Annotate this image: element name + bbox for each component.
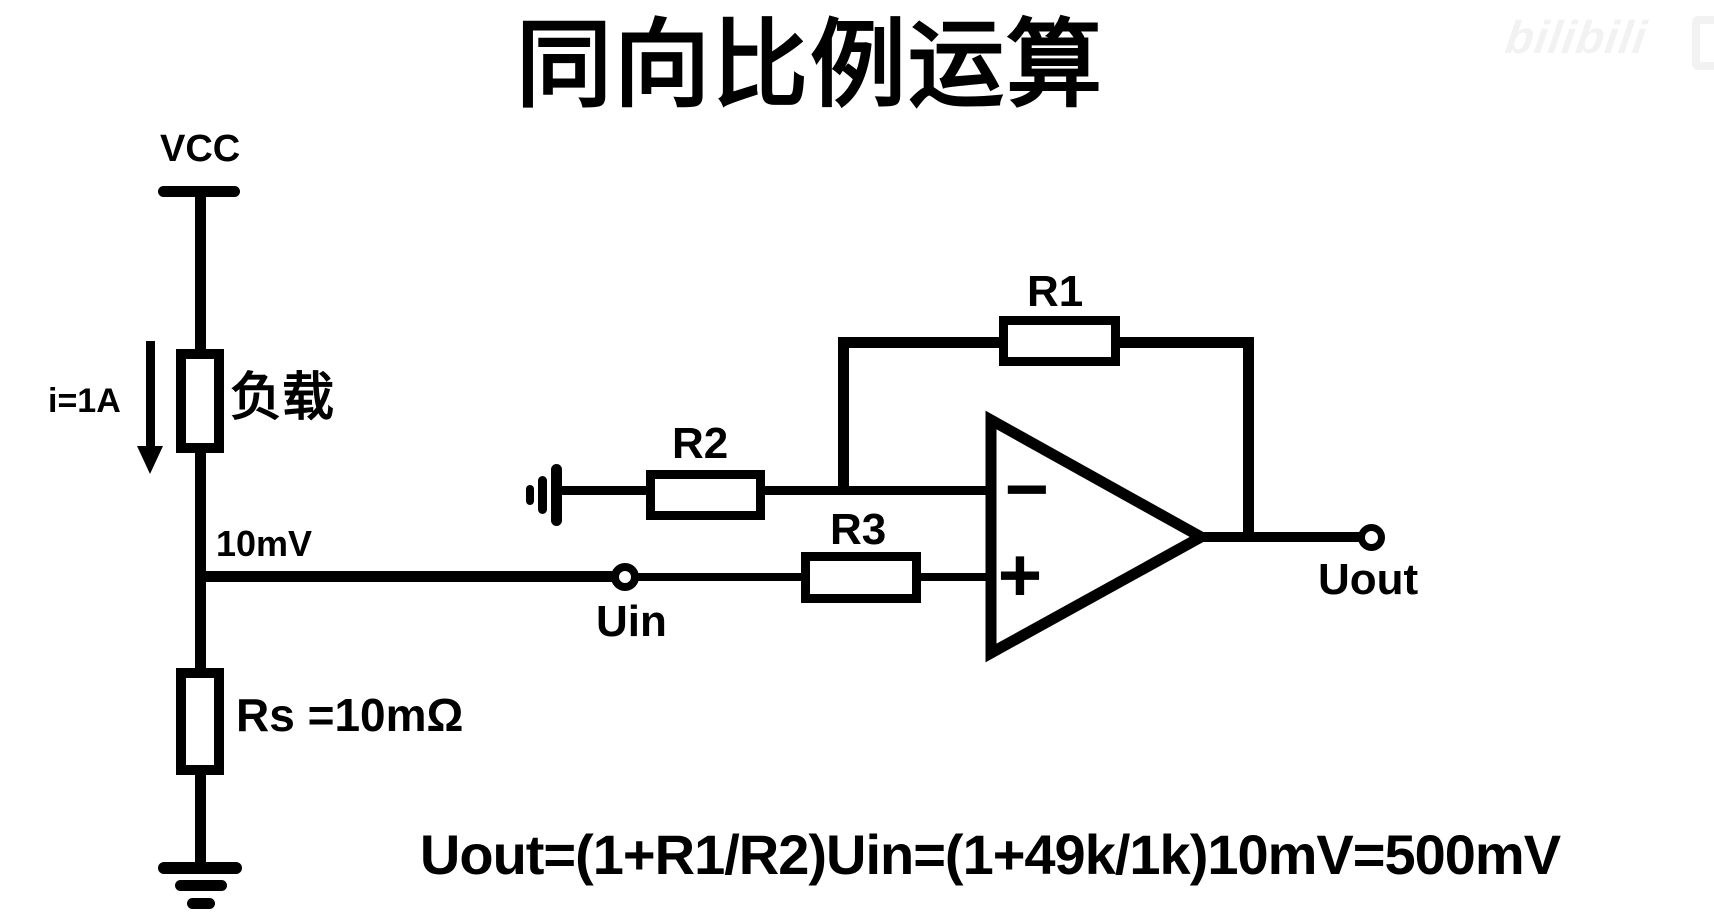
wire-vcc-to-load	[195, 191, 206, 351]
wire-opamp-to-uout	[1197, 532, 1360, 542]
wire-ground-to-r2	[558, 486, 650, 495]
uin-terminal	[611, 563, 639, 591]
r2-label: R2	[672, 419, 729, 468]
sense-resistor	[176, 668, 224, 775]
uout-terminal	[1358, 524, 1385, 551]
node-voltage-label: 10mV	[216, 523, 313, 564]
r3-label: R3	[830, 505, 887, 554]
current-arrow-shaft	[146, 341, 155, 448]
signal-ground-bar-medium	[538, 476, 547, 514]
uin-label: Uin	[596, 597, 667, 646]
watermark-partial-glyph	[1692, 16, 1714, 70]
signal-ground-bar-large	[551, 464, 562, 526]
wire-r2-to-opamp	[763, 486, 994, 495]
sense-resistor-label: Rs =10mΩ	[236, 689, 464, 741]
current-label: i=1A	[48, 382, 121, 420]
gain-formula: Uout=(1+R1/R2)Uin=(1+49k/1k)10mV=500mV	[419, 823, 1561, 886]
load-label: 负载	[230, 369, 335, 427]
opamp-inverting-input-symbol: −	[1004, 447, 1050, 532]
bilibili-watermark: bilibili	[1502, 11, 1651, 63]
wire-load-to-node	[195, 451, 206, 672]
uout-label: Uout	[1318, 555, 1419, 604]
ground-bar-large	[158, 862, 242, 874]
r2-resistor	[646, 470, 765, 520]
r1-label: R1	[1027, 267, 1084, 316]
wire-feedback-right-vertical	[1243, 337, 1254, 540]
page-title: 同向比例运算	[516, 12, 1104, 119]
ground-bar-medium	[175, 880, 227, 891]
load-resistor	[176, 349, 224, 453]
opamp-noninverting-input-symbol: +	[997, 533, 1043, 618]
ground-bar-small	[187, 898, 215, 909]
vcc-label: VCC	[160, 128, 241, 170]
wire-uin-to-r3	[637, 573, 805, 581]
wire-r3-to-opamp	[919, 573, 994, 581]
signal-ground-bar-small	[526, 485, 534, 505]
wire-rs-to-ground	[195, 773, 206, 868]
wire-r1-left	[838, 337, 1003, 348]
wire-node-to-uin	[195, 571, 615, 582]
r3-resistor	[801, 552, 921, 603]
r1-resistor	[999, 316, 1120, 366]
current-arrow-head	[137, 446, 163, 474]
wire-feedback-left-vertical	[838, 337, 849, 492]
wire-r1-right	[1118, 337, 1254, 348]
opamp-triangle	[985, 410, 1213, 663]
